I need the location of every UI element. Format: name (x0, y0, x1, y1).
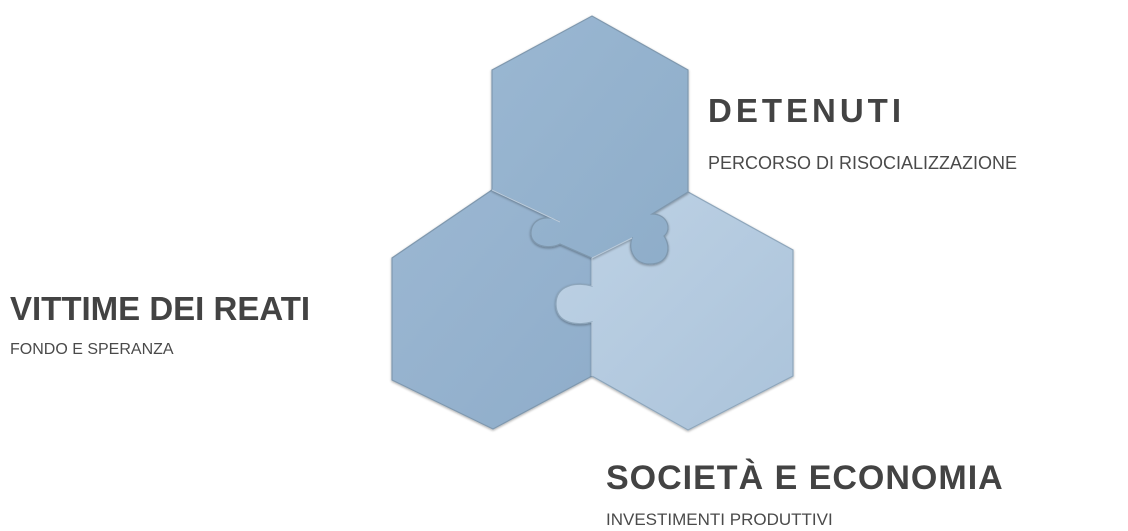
detenuti-title: DETENUTI (708, 92, 905, 129)
vittime-title: VITTIME DEI REATI (10, 290, 311, 327)
puzzle-piece-top (491, 15, 689, 265)
vittime-subtitle: FONDO E SPERANZA (10, 341, 174, 358)
societa-title: SOCIETÀ E ECONOMIA (606, 459, 1004, 497)
detenuti-subtitle: PERCORSO DI RISOCIALIZZAZIONE (708, 153, 1018, 173)
seam-highlight (491, 189, 633, 376)
societa-subtitle: INVESTIMENTI PRODUTTIVI (606, 510, 833, 529)
